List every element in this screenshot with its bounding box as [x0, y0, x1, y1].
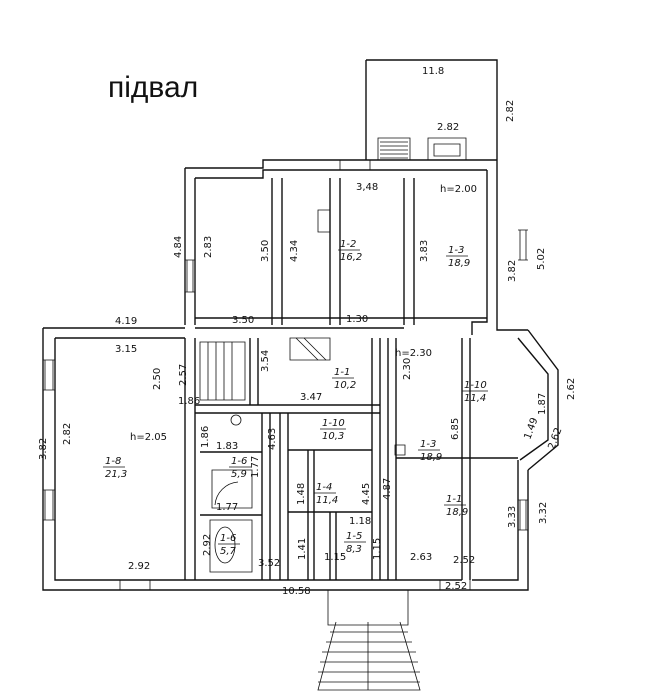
windows: [43, 160, 528, 590]
dimension-label: 2.63: [410, 552, 432, 563]
dimension-label: 4.63: [267, 428, 278, 450]
height-top-room: h=2.00: [440, 184, 477, 195]
dimension-label: 4.84: [173, 236, 184, 258]
room-number: 1-1: [334, 367, 350, 378]
outer-walls: [42, 59, 559, 591]
dimension-label: 3.83: [419, 240, 430, 262]
room-number: 1-4: [316, 482, 332, 493]
room-area: 5,9: [231, 469, 247, 480]
dimension-label: 4.34: [289, 240, 300, 262]
dimension-label: 1.86: [200, 426, 211, 448]
plan-title: підвал: [108, 71, 198, 104]
dimension-label: 2.62: [546, 426, 564, 451]
dimension-label: 3.82: [38, 438, 49, 460]
dimension-labels: 11.8 2.82 3,48 3.50 1.30 4.19 3.15 1.86 …: [115, 66, 475, 597]
room-number: 1-6: [220, 533, 236, 544]
room-area: 11,4: [316, 495, 338, 506]
room-number: 1-6: [231, 456, 247, 467]
dimension-label: 2.50: [152, 368, 163, 390]
dimension-label: 1.49: [522, 416, 540, 441]
room-number: 1-2: [340, 239, 356, 250]
dimension-label: 10.58: [282, 586, 311, 597]
dimension-label: 4.19: [115, 316, 137, 327]
height-left-room: h=2.05: [130, 432, 167, 443]
room-number: 1-1: [446, 494, 462, 505]
dimension-label: 1.83: [216, 441, 238, 452]
dimension-label: 2.83: [203, 236, 214, 258]
dimension-label: 1.48: [296, 483, 307, 505]
interior-walls: [184, 178, 518, 580]
room-number: 1-10: [464, 380, 487, 391]
dimension-label: 3.15: [115, 344, 137, 355]
room-number: 1-8: [105, 456, 121, 467]
dimension-label: 3.50: [232, 315, 254, 326]
dimension-label: 2.30: [402, 358, 413, 380]
dimension-label: 3.52: [258, 558, 280, 569]
dimension-label: 2.92: [202, 534, 213, 556]
dimension-label: 3.50: [260, 240, 271, 262]
dimension-label: 3.32: [538, 502, 549, 524]
room-area: 21,3: [105, 469, 127, 480]
height-right-room: h=2.30: [395, 348, 432, 359]
room-labels: 1-2 16,2 1-3 18,9 1-1 10,2 1-10 11,4 1-8…: [103, 239, 488, 557]
dimension-label: 4.87: [382, 478, 393, 500]
dimension-label: 3.54: [260, 350, 271, 372]
dimension-label: 1.30: [346, 314, 368, 325]
dimension-label: 2.52: [453, 555, 475, 566]
dimension-label: 1.15: [372, 538, 383, 560]
dimension-label: 3.33: [507, 506, 518, 528]
dimension-label: 6.85: [450, 418, 461, 440]
dimension-label: 11.8: [422, 66, 444, 77]
dimension-label: 4.45: [361, 483, 372, 505]
room-number: 1-3: [448, 245, 464, 256]
vertical-dimension-labels: 2.82 4.84 2.83 3.50 4.34 3.83 3.82 5.02 …: [38, 100, 577, 560]
room-area: 5,7: [220, 546, 237, 557]
dimension-label: 3.82: [507, 260, 518, 282]
dimension-label: 1.15: [324, 552, 346, 563]
dimension-label: 3,48: [356, 182, 378, 193]
dimension-label: 1.18: [349, 516, 371, 527]
dimension-label: 2.57: [178, 364, 189, 386]
dimension-label: 2.82: [62, 423, 73, 445]
room-area: 8,3: [346, 544, 362, 555]
dimension-label: 2.82: [505, 100, 516, 122]
room-area: 18,9: [448, 258, 470, 269]
dimension-label: 1.77: [250, 456, 261, 478]
dimension-label: 2.62: [566, 378, 577, 400]
dimension-label: 1.87: [537, 393, 548, 415]
dimension-label: 3.47: [300, 392, 322, 403]
room-number: 1-5: [346, 531, 362, 542]
dimension-label: 2.82: [437, 122, 459, 133]
stairs-and-fixtures: [199, 137, 515, 691]
room-area: 18,9: [446, 507, 468, 518]
room-number: 1-10: [322, 418, 345, 429]
dimension-label: 2.92: [128, 561, 150, 572]
dimension-label: 1.41: [297, 538, 308, 560]
room-area: 16,2: [340, 252, 362, 263]
dimension-label: 2.52: [445, 581, 467, 592]
dimension-label: 5.02: [536, 248, 547, 270]
room-area: 18,9: [420, 452, 442, 463]
room-area: 11,4: [464, 393, 486, 404]
room-area: 10,3: [322, 431, 344, 442]
room-area: 10,2: [334, 380, 356, 391]
room-number: 1-3: [420, 439, 436, 450]
dimension-label: 1.77: [216, 502, 238, 513]
dimension-label: 1.86: [178, 396, 200, 407]
